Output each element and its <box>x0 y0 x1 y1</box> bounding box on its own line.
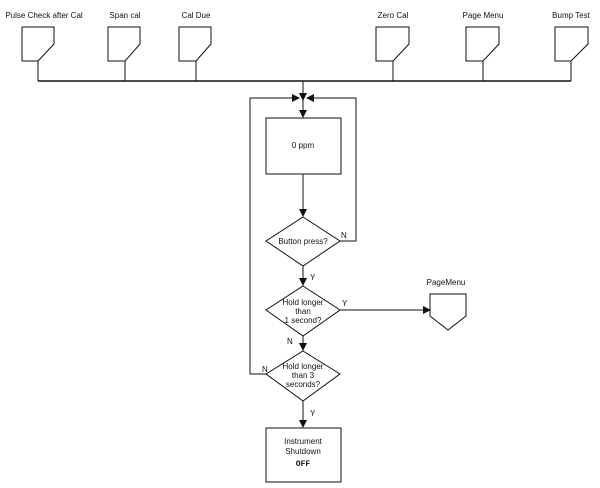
connector-label-span-cal: Span cal <box>109 11 140 20</box>
shutdown-line1: Instrument <box>284 437 323 446</box>
connector-label-zero-cal: Zero Cal <box>378 11 409 20</box>
connector-label-pulse-check: Pulse Check after Cal <box>5 11 83 20</box>
decision-hold-3s-line3: seconds? <box>286 380 321 389</box>
label-n-hold-3s: N <box>262 365 268 374</box>
connector-bump-test <box>554 26 589 62</box>
shutdown-off-text: OFF <box>296 460 311 469</box>
connector-pulse-check <box>21 26 55 62</box>
loop-n-hold-3s <box>249 94 300 375</box>
label-n-hold-1s: N <box>287 337 293 346</box>
connector-span-cal <box>107 26 141 62</box>
label-y-hold-1s: Y <box>342 299 348 308</box>
connector-label-cal-due: Cal Due <box>182 11 211 20</box>
connector-zero-cal <box>375 26 410 62</box>
decision-hold-3s-line1: Hold longer <box>283 362 324 371</box>
shutdown-line2: Shutdown <box>285 447 321 456</box>
decision-hold-3s-line2: than 3 <box>292 371 315 380</box>
label-y-hold-3s: Y <box>310 409 316 418</box>
loop-n-button-press <box>306 94 357 242</box>
pagemenu-out-label: PageMenu <box>427 278 466 287</box>
decision-hold-1s-line1: Hold longer <box>283 298 324 307</box>
display-box-text: 0 ppm <box>292 141 315 150</box>
decision-button-press-text: Button press? <box>278 237 328 246</box>
decision-hold-1s-line3: 1 second? <box>285 316 322 325</box>
label-n-button-press: N <box>341 231 347 240</box>
connector-cal-due <box>178 26 212 62</box>
connector-label-page-menu: Page Menu <box>463 11 504 20</box>
display-box <box>265 117 342 175</box>
decision-hold-1s-line2: than <box>295 307 311 316</box>
pagemenu-out-connector <box>429 293 467 331</box>
shutdown-box <box>265 427 342 483</box>
label-y-button-press: Y <box>310 273 316 282</box>
connector-page-menu <box>465 26 500 62</box>
connector-label-bump-test: Bump Test <box>552 11 590 20</box>
